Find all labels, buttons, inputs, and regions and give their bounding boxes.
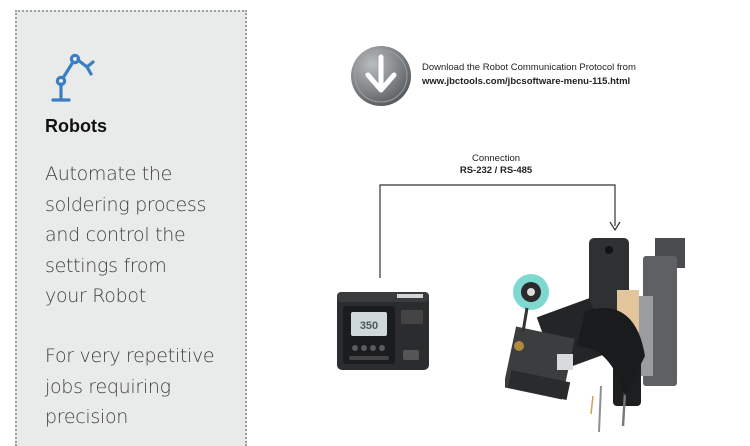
- robot-soldering-head-image: [505, 238, 685, 433]
- description-line: soldering process: [45, 193, 207, 216]
- robot-arm-icon: [51, 53, 95, 102]
- panel-title: Robots: [45, 116, 107, 136]
- soldering-station-image: 350: [337, 292, 429, 370]
- download-description: Download the Robot Communication Protoco…: [422, 62, 636, 73]
- description-line: Automate the: [45, 163, 173, 185]
- note-line: For very repetitive: [45, 345, 215, 367]
- description-line: your Robot: [45, 285, 146, 307]
- download-link[interactable]: www.jbctools.com/jbcsoftware-menu-115.ht…: [422, 76, 631, 87]
- connection-line: [379, 184, 621, 278]
- station-display-value: 350: [360, 320, 378, 332]
- description-line: and control the: [45, 224, 186, 246]
- connection-interfaces: RS-232 / RS-485: [459, 165, 533, 176]
- description-line: settings from: [45, 254, 167, 277]
- note-line: precision: [45, 406, 129, 428]
- robots-panel: Robots Automate the soldering process an…: [15, 10, 247, 446]
- panel-description: Automate the soldering process and contr…: [45, 159, 206, 312]
- connection-title: Connection: [471, 153, 521, 164]
- download-info: Download the Robot Communication Protoco…: [422, 61, 636, 89]
- download-arrow-icon[interactable]: [350, 45, 412, 107]
- panel-note: For very repetitive jobs requiring preci…: [45, 341, 215, 433]
- brand-logo: [397, 294, 423, 298]
- note-line: jobs requiring: [45, 375, 171, 398]
- connection-label: Connection RS-232 / RS-485: [440, 153, 552, 177]
